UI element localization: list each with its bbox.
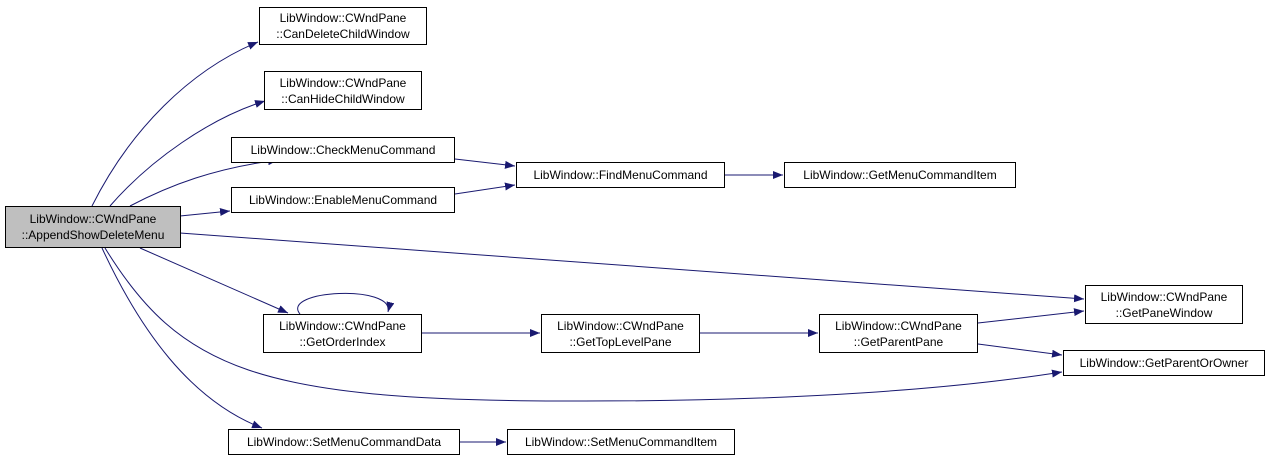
edge-append-to-orderindex	[139, 247, 289, 314]
edge-orderindex-self	[297, 292, 395, 315]
node-enable-menu-command[interactable]: LibWindow::EnableMenuCommand	[231, 187, 455, 213]
node-label-line2: ::CanDeleteChildWindow	[276, 27, 410, 41]
edge-enable-to-find	[454, 182, 516, 195]
node-get-parent-pane[interactable]: LibWindow::CWndPane ::GetParentPane	[819, 314, 978, 353]
node-label-line2: ::CanHideChildWindow	[281, 91, 405, 106]
edge-check-to-find	[454, 158, 516, 169]
node-label-line2: ::GetParentPane	[853, 334, 944, 349]
node-get-order-index[interactable]: LibWindow::CWndPane ::GetOrderIndex	[263, 314, 422, 353]
node-label-line1: LibWindow::GetParentOrOwner	[1079, 356, 1249, 370]
node-can-hide-child-window[interactable]: LibWindow::CWndPane ::CanHideChildWindow	[264, 71, 422, 110]
edge-append-to-panewindow	[179, 232, 1085, 303]
node-label-line1: LibWindow::SetMenuCommandItem	[524, 435, 718, 449]
node-label-line2: ::AppendShowDeleteMenu	[21, 228, 165, 242]
node-can-delete-child-window[interactable]: LibWindow::CWndPane ::CanDeleteChildWind…	[259, 7, 427, 45]
node-label-line2: ::GetTopLevelPane	[569, 334, 672, 349]
node-label-line2: ::GetPaneWindow	[1115, 305, 1213, 320]
edge-append-to-enable	[179, 208, 231, 217]
node-set-menu-command-item[interactable]: LibWindow::SetMenuCommandItem	[507, 429, 735, 455]
node-label-line1: LibWindow::CWndPane	[279, 318, 406, 333]
node-find-menu-command[interactable]: LibWindow::FindMenuCommand	[516, 162, 725, 188]
node-get-menu-command-item[interactable]: LibWindow::GetMenuCommandItem	[784, 162, 1016, 188]
node-append-show-delete-menu: LibWindow::CWndPane ::AppendShowDeleteMe…	[5, 206, 181, 248]
node-label-line2: ::GetOrderIndex	[299, 334, 386, 349]
node-check-menu-command[interactable]: LibWindow::CheckMenuCommand	[231, 137, 455, 163]
node-label-line1: LibWindow::CWndPane	[29, 212, 157, 226]
node-set-menu-command-data[interactable]: LibWindow::SetMenuCommandData	[228, 429, 460, 455]
node-get-parent-or-owner[interactable]: LibWindow::GetParentOrOwner	[1063, 350, 1265, 376]
node-label-line1: LibWindow::GetMenuCommandItem	[803, 168, 997, 182]
edge-append-to-setdata	[101, 247, 263, 429]
node-get-pane-window[interactable]: LibWindow::CWndPane ::GetPaneWindow	[1085, 285, 1243, 324]
edge-append-to-check	[129, 157, 279, 207]
edge-parentpane-to-panewindow	[977, 308, 1085, 324]
node-get-top-level-pane[interactable]: LibWindow::CWndPane ::GetTopLevelPane	[541, 314, 700, 353]
node-label-line1: LibWindow::EnableMenuCommand	[248, 193, 438, 207]
node-label-line1: LibWindow::FindMenuCommand	[533, 168, 708, 182]
edge-parentpane-to-parentowner	[977, 343, 1063, 358]
node-label-line1: LibWindow::CWndPane	[279, 75, 407, 90]
edge-append-to-can-hide	[109, 100, 266, 207]
node-label-line1: LibWindow::CWndPane	[835, 318, 962, 333]
node-label-line1: LibWindow::SetMenuCommandData	[246, 435, 442, 449]
edge-append-to-parentowner	[104, 247, 1063, 402]
node-label-line1: LibWindow::CWndPane	[1100, 289, 1228, 304]
node-label-line1: LibWindow::CWndPane	[557, 318, 684, 333]
edge-append-to-can-delete	[91, 41, 259, 207]
node-label-line1: LibWindow::CheckMenuCommand	[250, 143, 436, 157]
node-label-line1: LibWindow::CWndPane	[279, 11, 407, 25]
